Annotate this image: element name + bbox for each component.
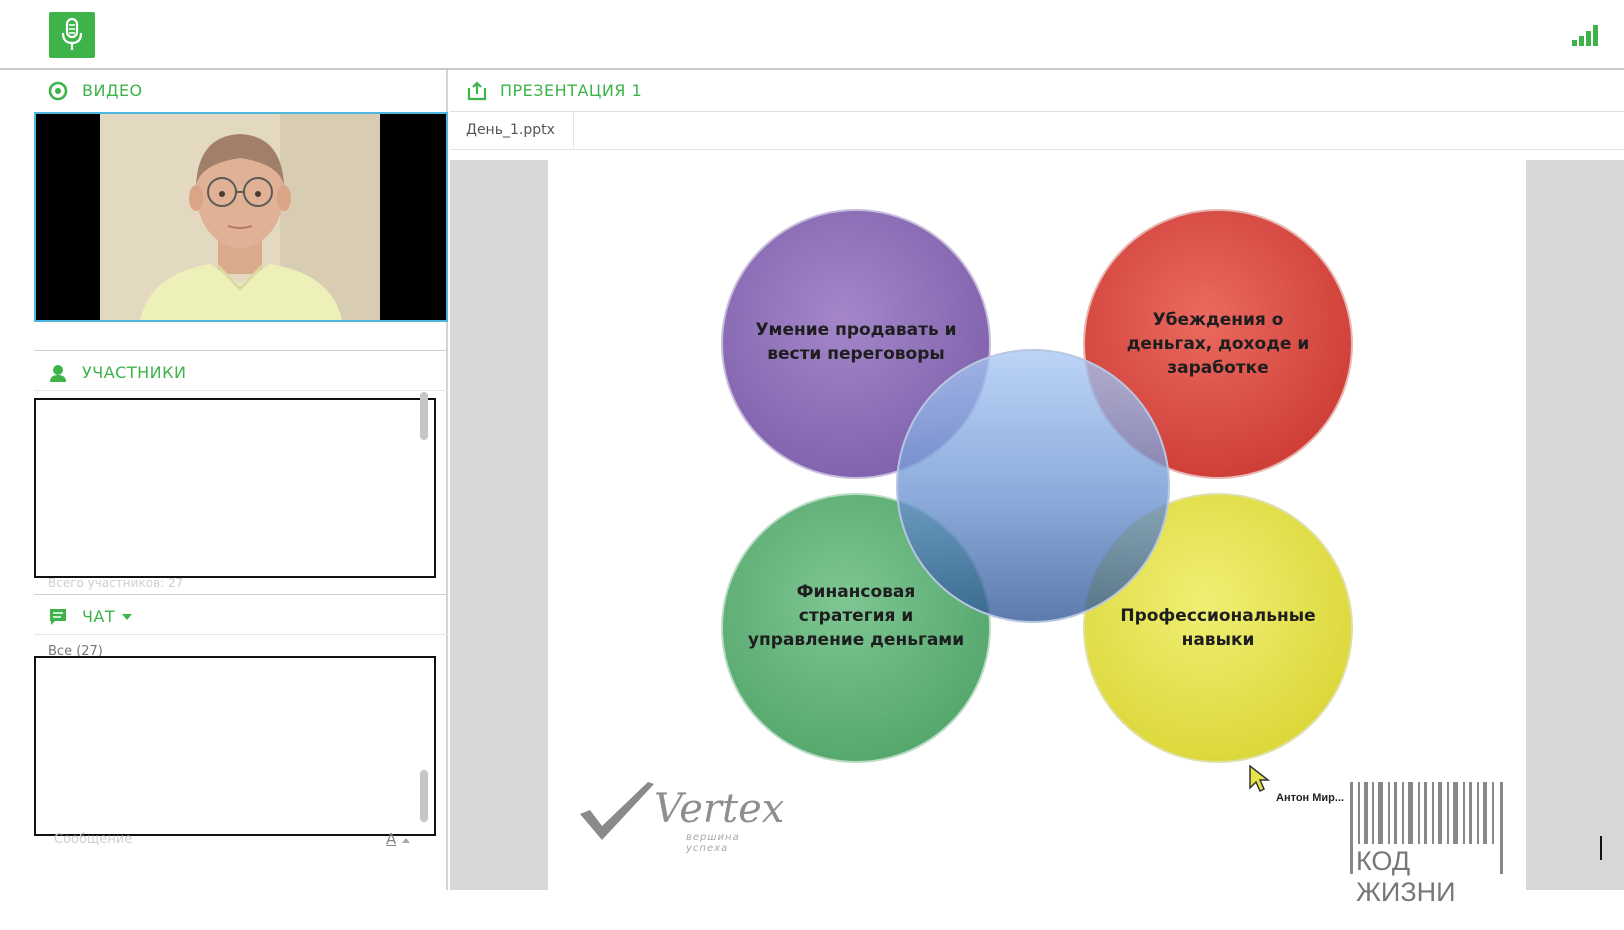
venn-circle-red [1083,209,1353,479]
circle-label-beliefs: Убеждения о деньгах, доходе и заработке [1126,310,1310,378]
webcam-person [100,114,380,320]
participants-scrollbar[interactable] [420,392,428,440]
cursor-arrow-icon [1249,764,1271,793]
barcode-logo-text: КОД ЖИЗНИ [1356,846,1456,907]
chat-icon [50,609,66,625]
microphone-icon [61,17,83,50]
app-logo[interactable] [49,12,95,58]
chat-panel-title: ЧАТ [82,607,116,626]
chat-tab-all[interactable]: Все (27) [48,644,103,659]
checkmark-icon [580,782,654,840]
chevron-down-icon[interactable] [122,614,132,620]
video-circle-icon [48,81,68,101]
chat-scrollbar[interactable] [420,770,428,822]
top-bar [0,0,1624,70]
video-panel-title: ВИДЕО [82,81,143,100]
presentation-title: ПРЕЗЕНТАЦИЯ 1 [500,81,643,100]
file-tabs: День_1.pptx [450,112,1624,150]
font-format-button[interactable]: A [386,830,397,848]
user-icon [50,365,66,382]
message-input[interactable]: Сообщение [54,832,133,847]
vertex-logo-sub: вершина успеха [686,832,740,854]
venn-diagram [721,209,1353,763]
chevron-up-icon[interactable] [402,838,410,843]
video-panel-header: ВИДЕО [34,70,448,112]
signal-strength-icon [1572,24,1600,46]
upload-icon[interactable] [466,80,488,102]
file-tab-day1[interactable]: День_1.pptx [450,112,574,150]
left-sidebar: ВИДЕО [34,70,448,890]
presentation-area: ПРЕЗЕНТАЦИЯ 1 День_1.pptx [450,70,1624,907]
presentation-header: ПРЕЗЕНТАЦИЯ 1 [450,70,1624,112]
circle-label-sales: Умение продавать и вести переговоры [755,320,957,364]
vertex-logo: Vertex вершина успеха [578,780,784,854]
kod-zhizni-logo: КОД ЖИЗНИ [1350,780,1510,907]
video-feed[interactable] [34,112,448,322]
vertex-logo-word: Vertex [654,786,785,832]
chat-messages[interactable] [34,656,436,836]
slide-stage: Умение продавать и вести переговоры Убеж… [450,160,1624,907]
video-frame [100,114,380,320]
venn-circle-yellow [1083,493,1353,763]
participants-panel-title: УЧАСТНИКИ [82,363,187,382]
venn-circle-center [896,349,1170,623]
participants-count: Всего участников: 27 [48,576,184,590]
circle-label-finance: Финансовая стратегия и управление деньга… [747,582,965,650]
slide[interactable]: Умение продавать и вести переговоры Убеж… [548,160,1526,907]
cursor-user-label: Антон Мир... [1274,792,1347,804]
circle-label-skills: Профессиональные навыки [1120,606,1316,650]
barcode-icon [1350,782,1503,874]
participants-panel-header: УЧАСТНИКИ [34,352,448,394]
chat-panel-header[interactable]: ЧАТ [34,596,448,638]
text-caret [1600,836,1602,860]
participants-list[interactable] [34,398,436,578]
